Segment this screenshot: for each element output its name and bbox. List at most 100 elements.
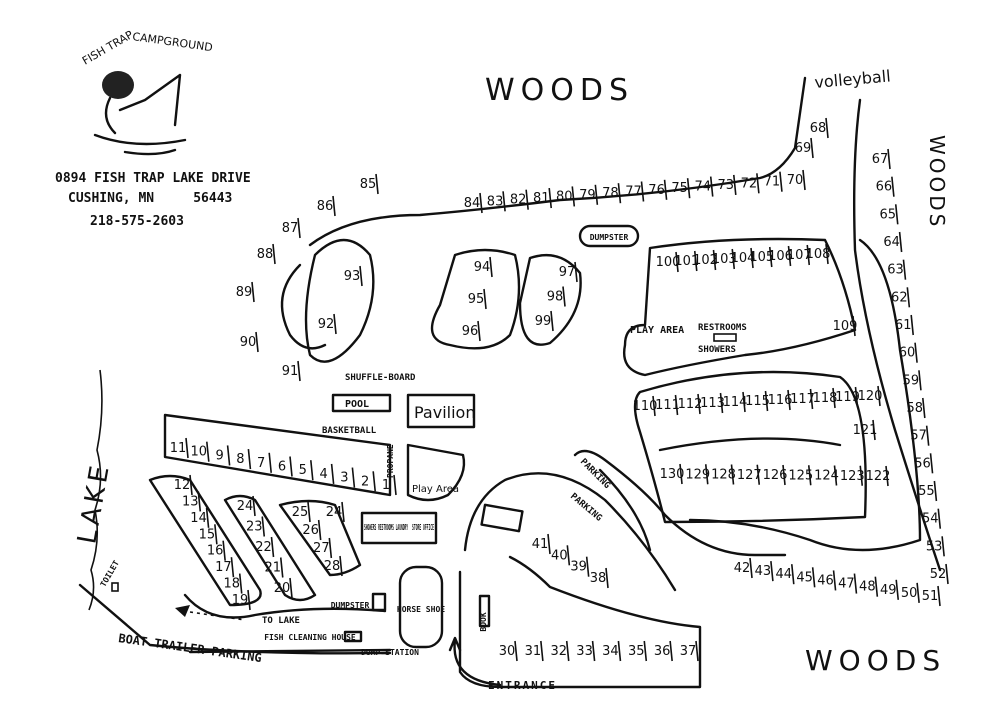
- campsite-25: 25: [292, 505, 309, 520]
- campsite-69: 69: [795, 141, 812, 156]
- campsite-divider: [674, 394, 679, 416]
- campsite-divider: [749, 557, 753, 579]
- campsite-divider: [704, 464, 709, 485]
- inner-loop-island: [304, 238, 375, 363]
- campsite-41: 41: [532, 537, 549, 552]
- campsite-88: 88: [257, 247, 274, 262]
- campsite-divider: [617, 640, 622, 662]
- campsite-13: 13: [182, 494, 199, 509]
- campsite-divider: [297, 360, 301, 382]
- campsite-divider: [617, 183, 622, 204]
- campsite-2: 2: [361, 474, 369, 489]
- campsite-66: 66: [876, 180, 893, 195]
- campsite-divider: [571, 186, 576, 207]
- campsite-4: 4: [319, 467, 327, 482]
- campsite-84: 84: [464, 196, 481, 211]
- campsite-109: 109: [833, 319, 858, 334]
- campsite-19: 19: [232, 593, 249, 608]
- dumpster-bottom: [371, 592, 387, 612]
- campsite-47: 47: [838, 577, 855, 592]
- boat-icon: [93, 133, 187, 156]
- woods-label-bottom: WOODS: [805, 644, 946, 677]
- campsite-divider: [877, 385, 881, 407]
- fishing-rod-icon: [104, 73, 182, 135]
- campsite-divider: [695, 640, 699, 662]
- campsite-divider: [332, 195, 336, 217]
- campsite-divider: [585, 556, 590, 577]
- campsite-116: 116: [768, 393, 793, 408]
- campsite-87: 87: [282, 221, 299, 236]
- campsite-54: 54: [922, 512, 939, 527]
- campsite-9: 9: [215, 448, 223, 463]
- fish-cleaning-house: [343, 630, 363, 643]
- campsite-16: 16: [207, 544, 224, 559]
- campsite-divider: [885, 465, 889, 487]
- campsite-divider: [251, 281, 255, 303]
- campsite-divider: [375, 173, 379, 195]
- shoreline: [88, 369, 103, 611]
- campsite-63: 63: [887, 263, 904, 278]
- campsite-43: 43: [755, 564, 772, 579]
- campsite-12: 12: [174, 478, 191, 493]
- campsite-62: 62: [891, 290, 908, 305]
- campsite-divider: [929, 453, 934, 474]
- campsite-86: 86: [317, 199, 334, 214]
- campsite-82: 82: [510, 193, 527, 208]
- campsite-divider: [790, 564, 795, 585]
- campsite-113: 113: [700, 396, 725, 411]
- play-area-center: [406, 443, 466, 502]
- lake-label: LAKE: [72, 460, 116, 546]
- campsite-divider: [333, 313, 337, 335]
- campsite-44: 44: [776, 567, 793, 582]
- campsite-8: 8: [236, 452, 244, 467]
- campsite-52: 52: [930, 567, 947, 582]
- campsite-divider: [832, 387, 836, 409]
- campsite-divider: [807, 465, 812, 486]
- campsite-79: 79: [579, 188, 596, 203]
- campsite-34: 34: [602, 644, 619, 659]
- campsite-122: 122: [866, 469, 891, 484]
- campsite-53: 53: [926, 539, 943, 554]
- campsite-94: 94: [474, 260, 491, 275]
- campsite-114: 114: [723, 395, 748, 410]
- campsite-divider: [719, 392, 724, 414]
- address-line-1: 0894 FISH TRAP LAKE DRIVE: [55, 171, 251, 186]
- play-area-right: PLAY AREA: [630, 325, 684, 336]
- campsite-60: 60: [899, 346, 916, 361]
- campsite-divider: [937, 508, 942, 529]
- campsite-divider: [898, 231, 903, 253]
- campsite-divider: [679, 463, 683, 485]
- campsite-42: 42: [734, 561, 751, 576]
- woods-label-top: WOODS: [485, 73, 634, 108]
- campsite-20: 20: [274, 581, 291, 596]
- campsite-102: 102: [693, 253, 718, 268]
- campsite-56: 56: [914, 456, 931, 471]
- campsite-115: 115: [745, 394, 770, 409]
- campsite-divider: [806, 244, 811, 266]
- campsite-46: 46: [817, 573, 834, 588]
- campsite-80: 80: [556, 189, 573, 204]
- campsite-divider: [372, 471, 376, 492]
- boat-trailer-parking-label: BOAT TRAILER PARKING: [118, 631, 263, 665]
- campsite-divider: [859, 465, 864, 486]
- island-97: [518, 253, 582, 346]
- campsite-divider: [852, 315, 856, 337]
- campsite-76: 76: [648, 183, 665, 198]
- block-1: [163, 413, 392, 497]
- campsite-32: 32: [550, 644, 567, 659]
- campsite-divider: [289, 577, 293, 599]
- fisherman-icon: [102, 71, 134, 99]
- campsite-divider: [479, 192, 483, 214]
- campsite-96: 96: [462, 324, 479, 339]
- campsite-divider: [279, 557, 284, 578]
- campsite-1: 1: [382, 478, 390, 493]
- campsite-divider: [640, 181, 645, 202]
- campsite-divider: [247, 589, 251, 611]
- campsite-27: 27: [313, 541, 330, 556]
- campsite-divider: [230, 557, 235, 578]
- campsite-37: 37: [680, 644, 697, 659]
- campsite-48: 48: [859, 580, 876, 595]
- campsite-divider: [833, 465, 838, 486]
- fish-cleaning-house-label: FISH CLEANING HOUSE: [264, 633, 356, 642]
- campsite-68: 68: [810, 121, 827, 136]
